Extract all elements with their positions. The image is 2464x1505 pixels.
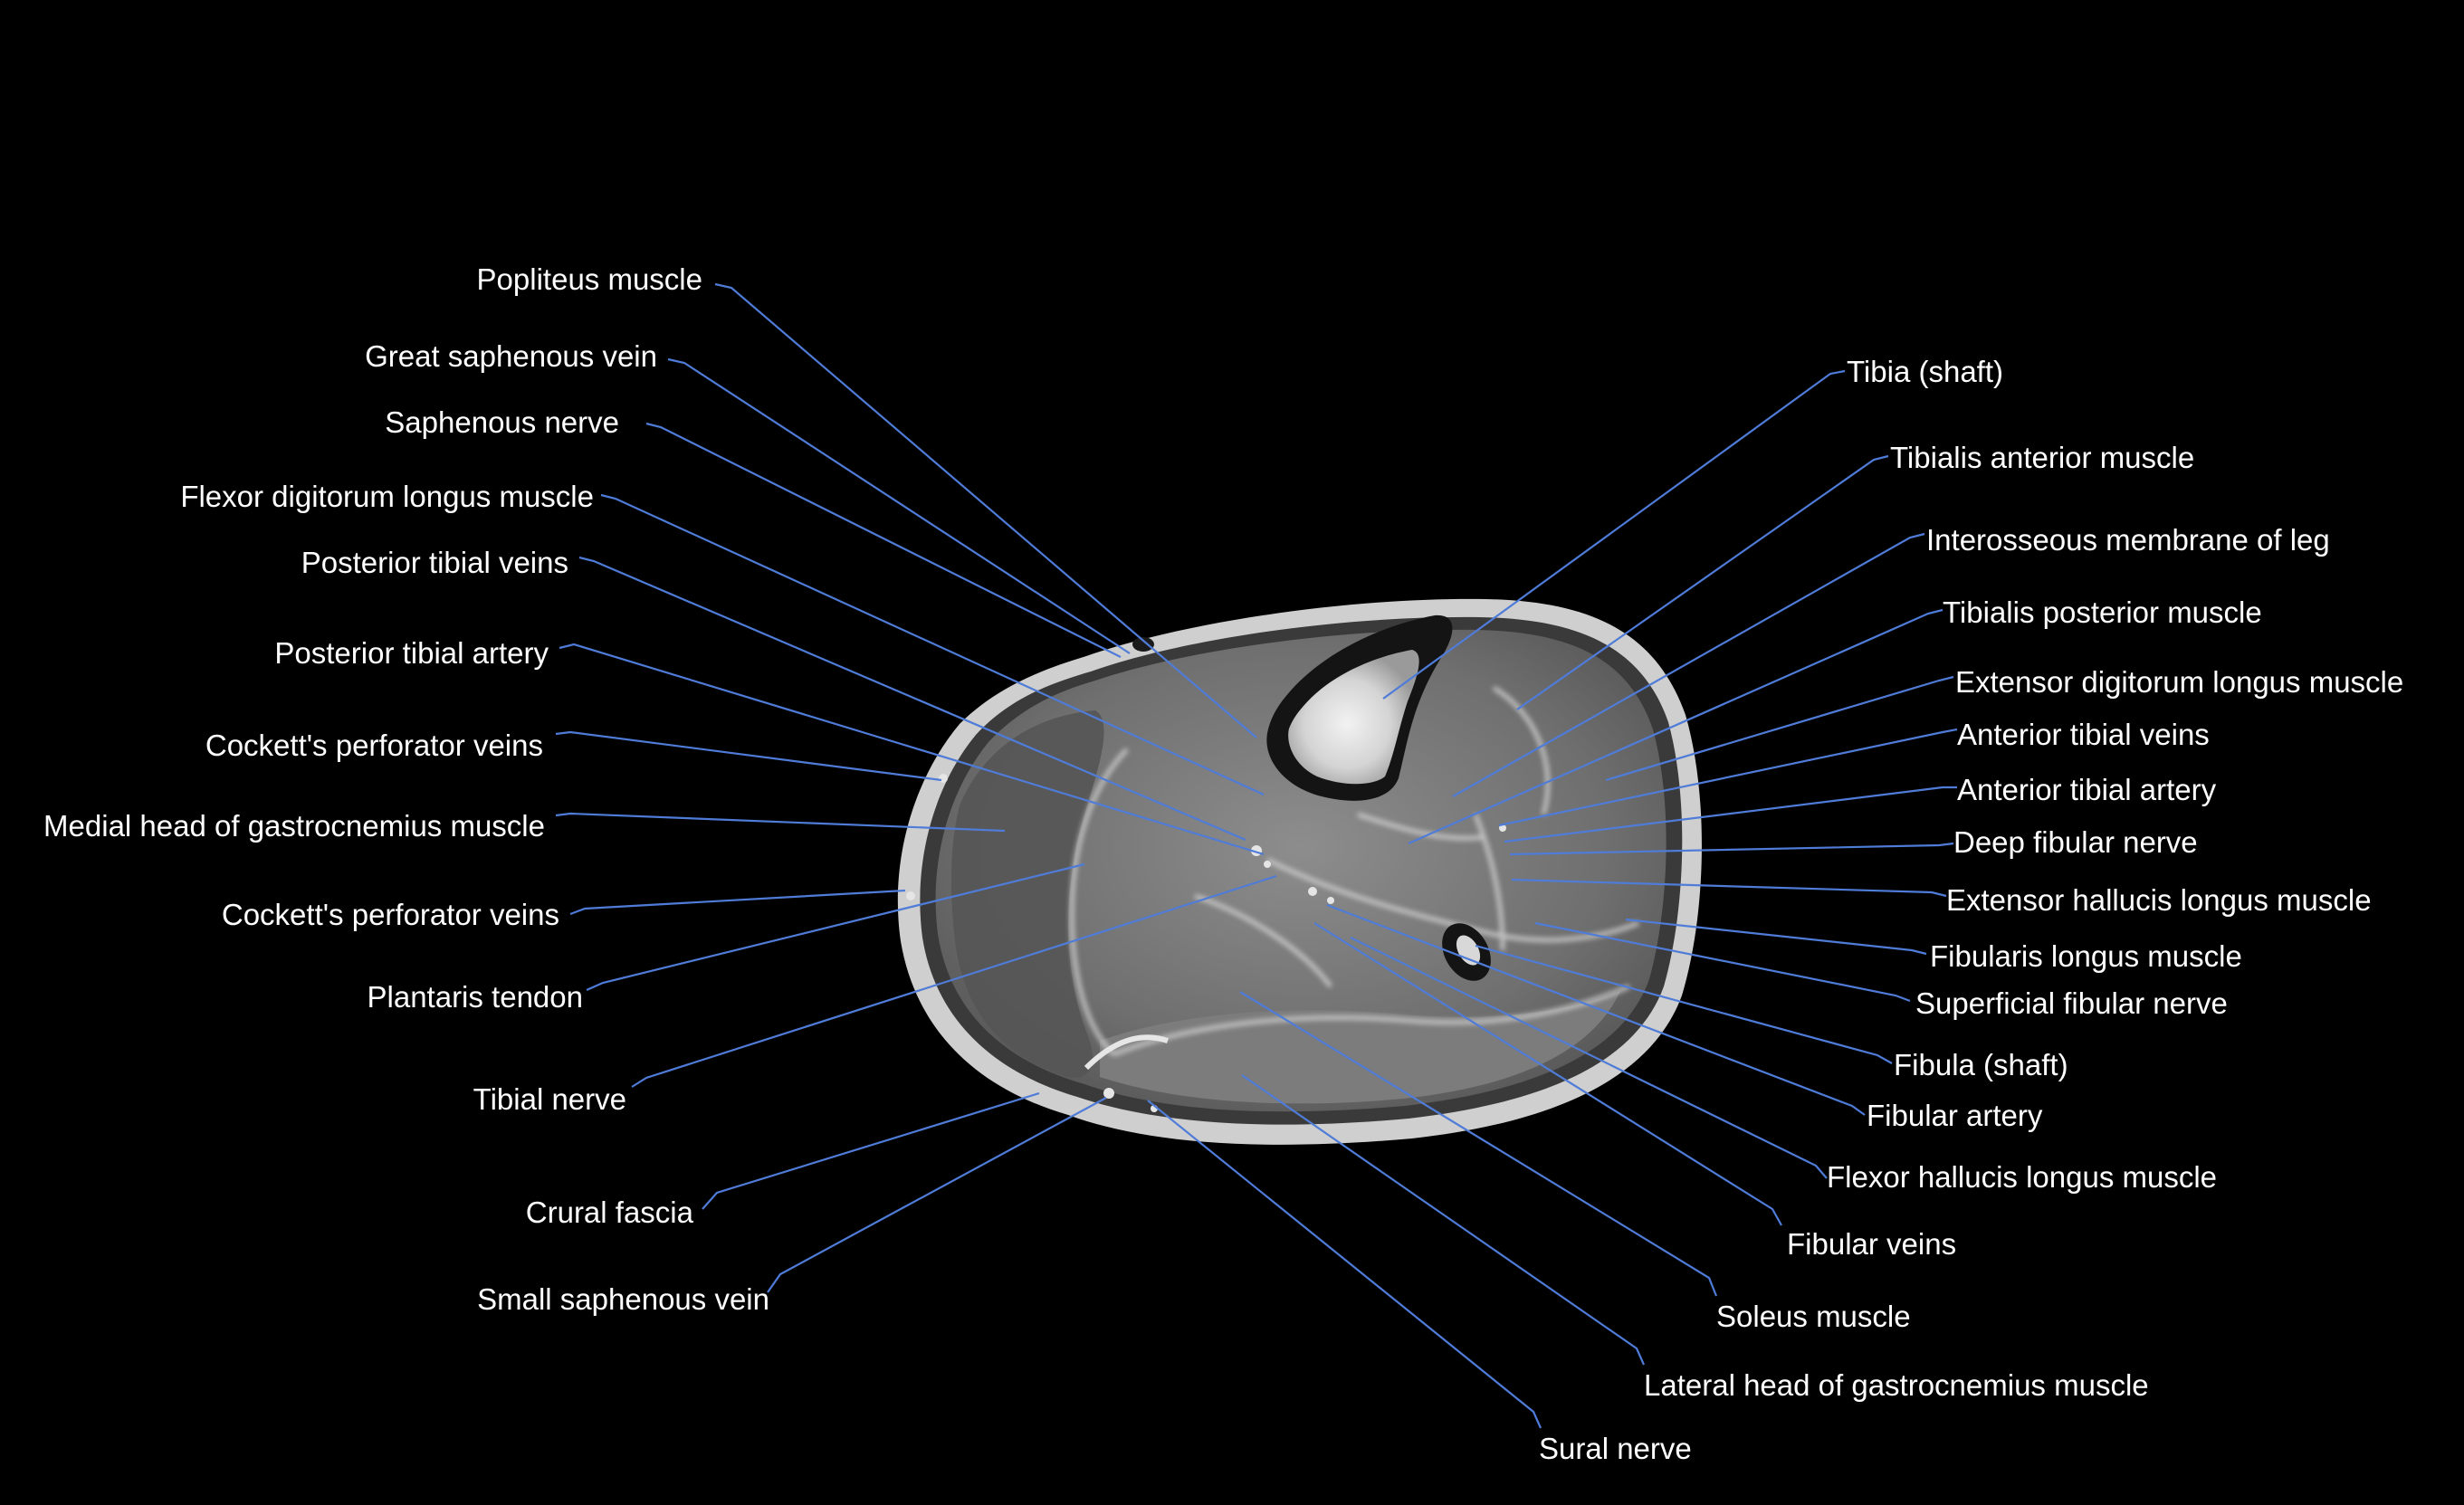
leader-tibial-nerve	[631, 874, 1277, 1088]
great-saphenous-vein-spot	[1132, 637, 1154, 652]
label-fibularis-longus-muscle: Fibularis longus muscle	[1930, 939, 2242, 973]
label-tibialis-posterior-muscle: Tibialis posterior muscle	[1943, 595, 2262, 629]
leader-deep-fibular-nerve	[1509, 842, 1954, 856]
leader-soleus-muscle	[1239, 991, 1718, 1297]
leader-tibia-shaft	[1382, 369, 1846, 700]
tibia-marrow	[1288, 650, 1419, 785]
label-posterior-tibial-artery: Posterior tibial artery	[274, 636, 549, 670]
leader-superficial-fibular-nerve	[1534, 921, 1911, 1003]
leader-posterior-tibial-veins	[578, 556, 1246, 842]
leader-cocketts-perforator-veins-1	[555, 730, 942, 782]
leader-extensor-digitorum-longus-muscle	[1605, 675, 1954, 782]
label-tibialis-anterior-muscle: Tibialis anterior muscle	[1890, 441, 2194, 474]
label-lateral-head-of-gastrocnemius-muscle: Lateral head of gastrocnemius muscle	[1644, 1368, 2149, 1402]
label-deep-fibular-nerve: Deep fibular nerve	[1953, 825, 2198, 859]
leader-tibialis-posterior-muscle	[1408, 608, 1944, 845]
leader-lateral-head-of-gastrocnemius-muscle	[1241, 1074, 1646, 1366]
leader-anterior-tibial-artery	[1504, 786, 1957, 843]
leader-extensor-hallucis-longus-muscle	[1511, 878, 1947, 898]
label-fibula-shaft: Fibula (shaft)	[1894, 1048, 2068, 1081]
label-saphenous-nerve: Saphenous nerve	[385, 405, 619, 439]
label-extensor-hallucis-longus-muscle: Extensor hallucis longus muscle	[1946, 883, 2372, 917]
posterior-fat-interface	[1084, 1034, 1169, 1071]
fascial-septa	[1069, 685, 1639, 1057]
label-interosseous-membrane-of-leg: Interosseous membrane of leg	[1926, 523, 2330, 557]
leader-saphenous-nerve	[645, 422, 1122, 658]
leader-posterior-tibial-artery	[559, 643, 1265, 856]
leader-fibular-veins	[1313, 922, 1782, 1226]
label-anterior-tibial-veins: Anterior tibial veins	[1957, 718, 2210, 751]
label-flexor-hallucis-longus-muscle: Flexor hallucis longus muscle	[1827, 1160, 2217, 1194]
label-sural-nerve: Sural nerve	[1539, 1432, 1692, 1465]
leader-medial-head-of-gastrocnemius-muscle	[555, 812, 1006, 833]
label-fibular-veins: Fibular veins	[1787, 1227, 1956, 1261]
leader-anterior-tibial-veins	[1498, 728, 1958, 827]
leader-fibularis-longus-muscle	[1625, 918, 1927, 956]
label-tibial-nerve: Tibial nerve	[473, 1082, 626, 1116]
label-crural-fascia: Crural fascia	[526, 1195, 694, 1229]
leader-crural-fascia	[702, 1091, 1040, 1210]
muscle-compartments	[935, 629, 1667, 1112]
label-tibia-shaft: Tibia (shaft)	[1847, 355, 2003, 388]
label-anterior-tibial-artery: Anterior tibial artery	[1957, 773, 2217, 806]
label-popliteus-muscle: Popliteus muscle	[477, 262, 702, 296]
leader-small-saphenous-vein	[767, 1097, 1107, 1293]
label-soleus-muscle: Soleus muscle	[1716, 1300, 1911, 1333]
leader-great-saphenous-vein	[667, 357, 1131, 654]
label-cocketts-perforator-veins-2: Cockett's perforator veins	[222, 898, 559, 931]
medial-gastrocnemius-region	[950, 710, 1104, 1078]
structure-labels: Popliteus muscle Great saphenous vein Sa…	[43, 262, 2403, 1465]
leader-cocketts-perforator-veins-2	[569, 889, 906, 916]
label-medial-head-of-gastrocnemius-muscle: Medial head of gastrocnemius muscle	[43, 809, 545, 843]
label-fibular-artery: Fibular artery	[1867, 1099, 2043, 1132]
label-posterior-tibial-veins: Posterior tibial veins	[301, 546, 568, 579]
leader-fibular-artery	[1326, 903, 1866, 1116]
label-extensor-digitorum-longus-muscle: Extensor digitorum longus muscle	[1955, 665, 2403, 699]
label-flexor-digitorum-longus-muscle: Flexor digitorum longus muscle	[180, 480, 594, 513]
leader-fibula-shaft	[1475, 944, 1893, 1064]
leader-lines	[555, 282, 1958, 1429]
leader-popliteus-muscle	[714, 282, 1257, 738]
label-small-saphenous-vein: Small saphenous vein	[477, 1282, 769, 1316]
leader-flexor-hallucis-longus-muscle	[1350, 937, 1828, 1179]
mri-image	[897, 598, 1702, 1145]
leader-plantaris-tendon	[586, 862, 1085, 992]
leader-interosseous-membrane-of-leg	[1452, 532, 1925, 797]
label-great-saphenous-vein: Great saphenous vein	[365, 339, 657, 373]
leader-flexor-digitorum-longus-muscle	[600, 493, 1265, 796]
label-plantaris-tendon: Plantaris tendon	[368, 980, 584, 1014]
leader-tibialis-anterior-muscle	[1516, 454, 1889, 710]
label-cocketts-perforator-veins-1: Cockett's perforator veins	[205, 729, 543, 762]
leader-sural-nerve	[1147, 1100, 1542, 1429]
label-superficial-fibular-nerve: Superficial fibular nerve	[1915, 986, 2228, 1020]
